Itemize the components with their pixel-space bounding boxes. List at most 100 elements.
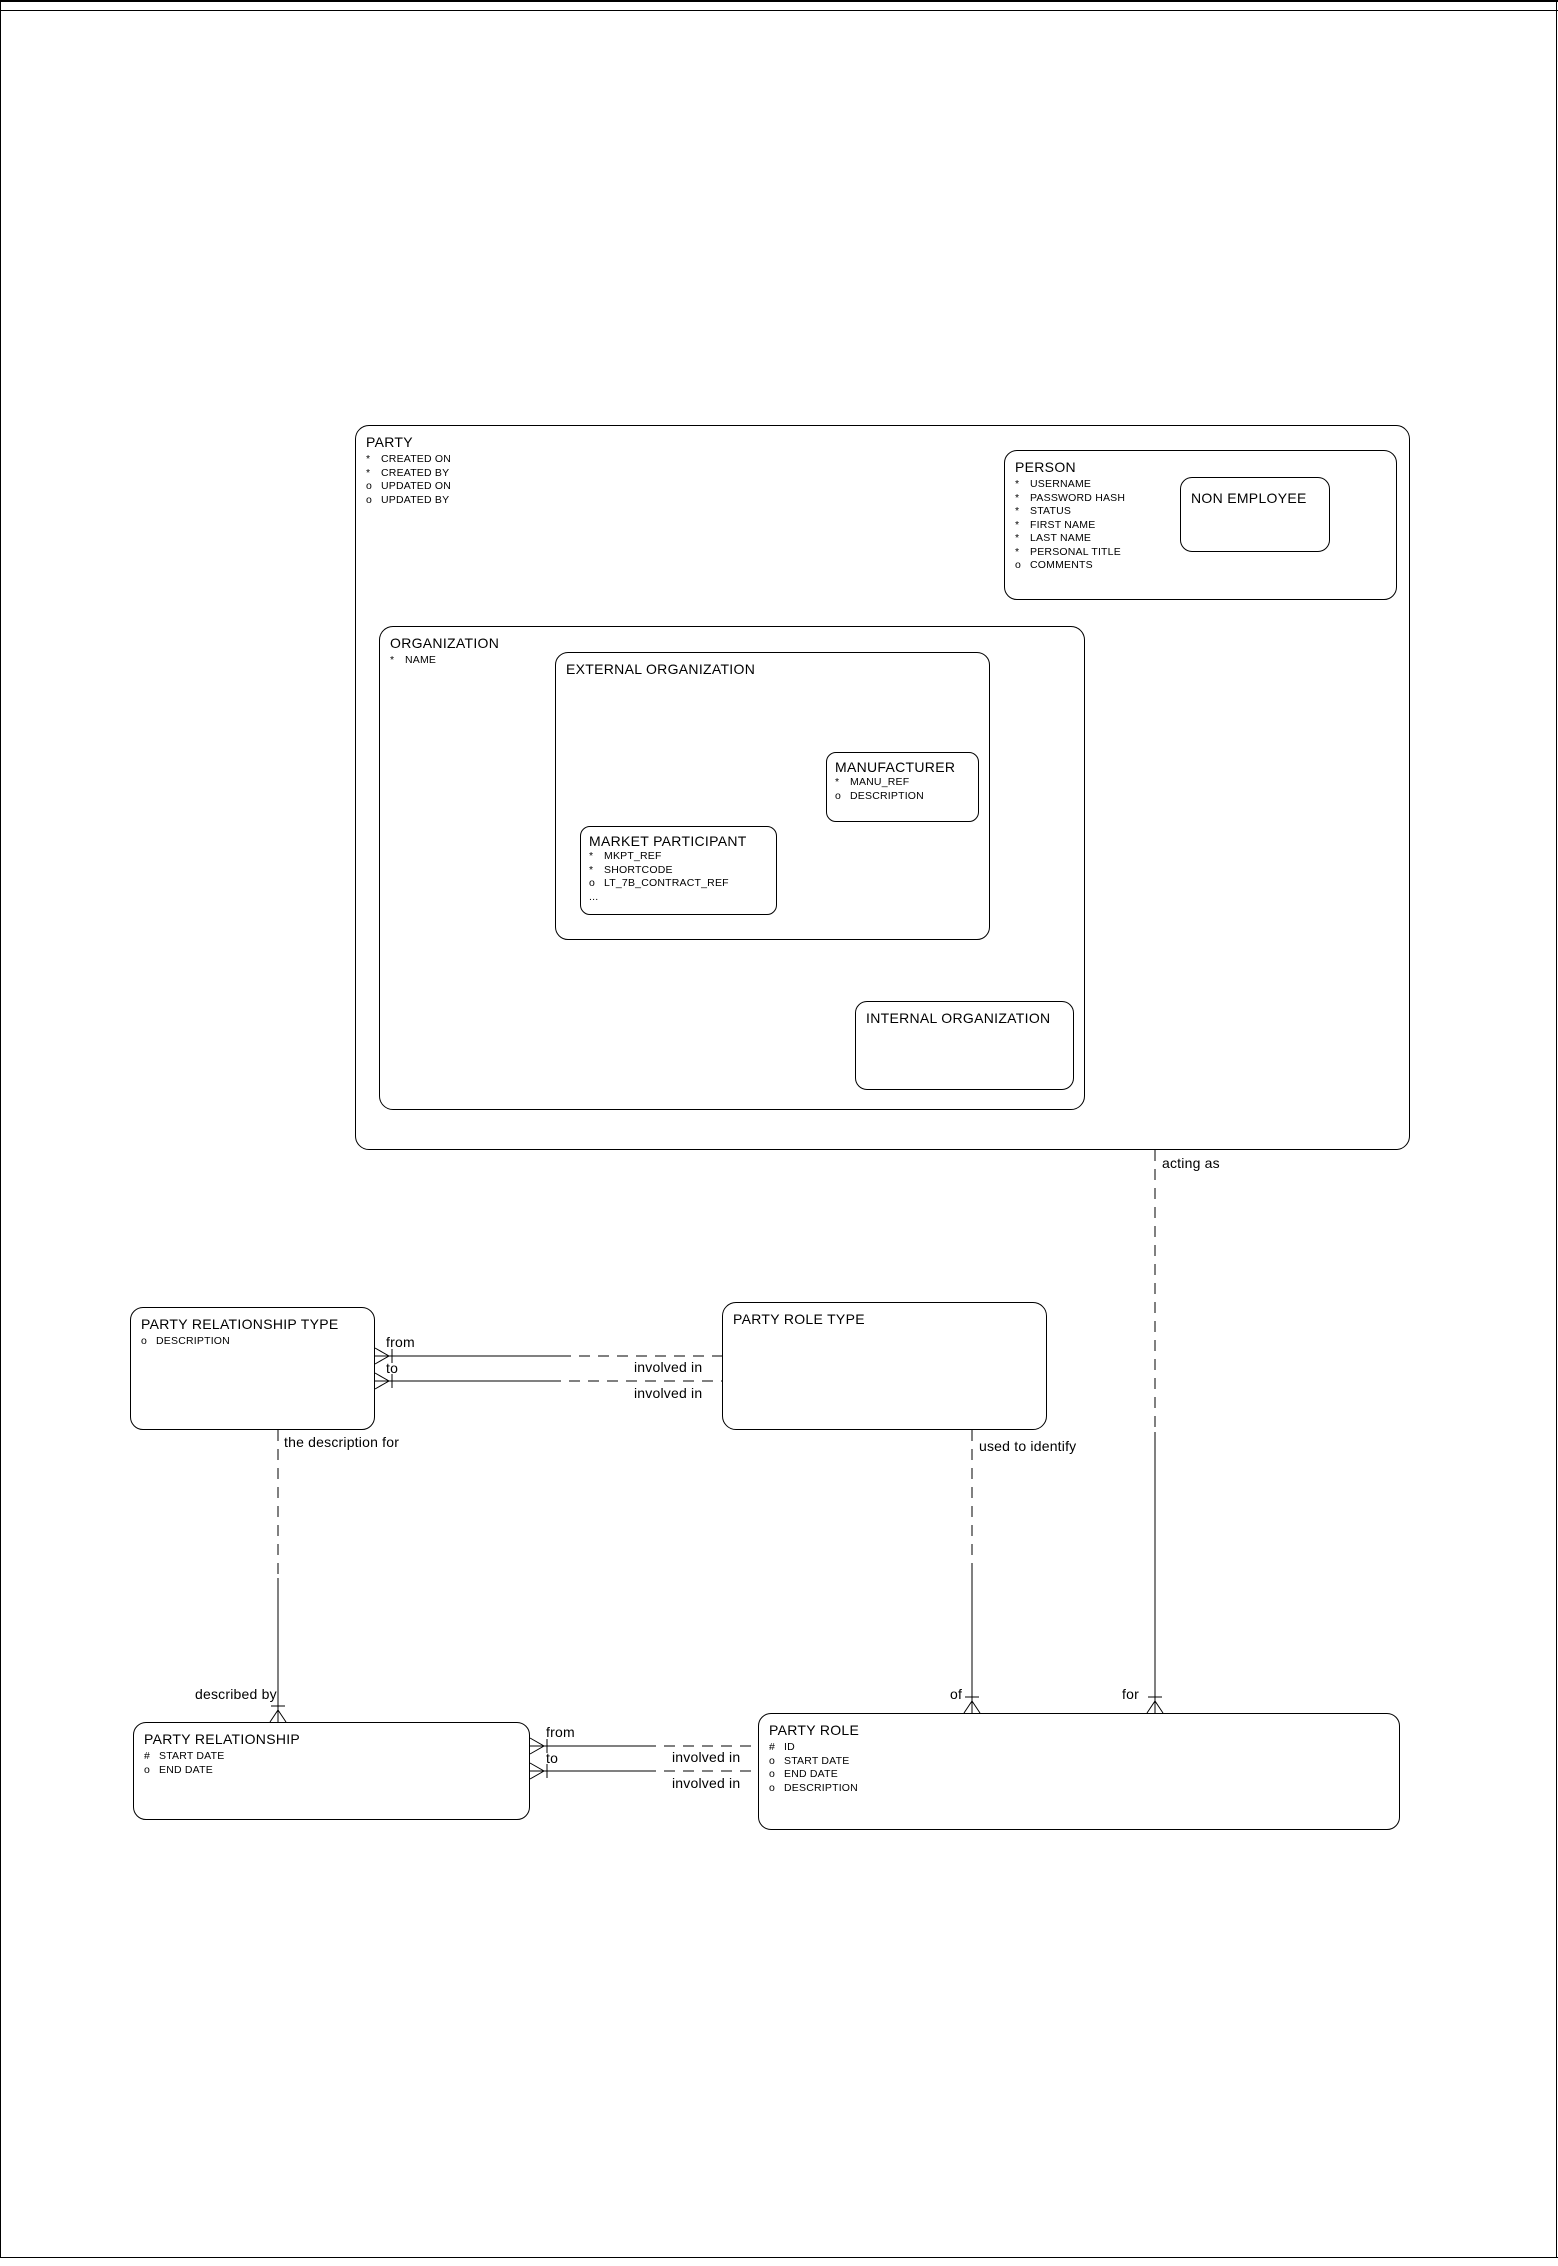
crows-foot: [1146, 1696, 1164, 1714]
entity-party-relationship: PARTY RELATIONSHIP #START DATE o END DATE: [133, 1722, 530, 1820]
entity-title: MANUFACTURER: [835, 759, 956, 775]
attribute-row: * SHORTCODE: [589, 864, 768, 878]
attribute-row: * FIRST NAME: [1015, 519, 1386, 533]
entity-title: NON EMPLOYEE: [1191, 490, 1307, 506]
relationship-label-for: for: [1122, 1686, 1139, 1702]
entity-title: EXTERNAL ORGANIZATION: [566, 661, 756, 677]
attr-optionality: o: [144, 1763, 151, 1776]
entity-title: PARTY RELATIONSHIP: [144, 1731, 301, 1747]
entity-title: PARTY ROLE: [769, 1722, 860, 1738]
attr-optionality: *: [835, 776, 840, 788]
attr-optionality: *: [366, 453, 371, 465]
relationship-label-acting-as: acting as: [1162, 1155, 1220, 1171]
attr-name: MKPT_REF: [604, 850, 662, 862]
entity-title: PARTY ROLE TYPE: [733, 1311, 865, 1327]
attr-optionality: o: [1015, 559, 1022, 571]
attribute-row: o UPDATED ON: [366, 480, 1399, 494]
attribute-row: o COMMENTS: [1015, 559, 1386, 573]
attribute-row: o DESCRIPTION: [141, 1335, 364, 1349]
crows-foot: [529, 1762, 548, 1780]
attr-optionality: *: [589, 850, 594, 862]
entity-non-employee: NON EMPLOYEE: [1180, 477, 1330, 552]
attr-optionality: *: [1015, 545, 1020, 558]
attribute-row: * LAST NAME: [1015, 532, 1386, 546]
page-border-top-inner: [0, 10, 1558, 11]
entity-party-role-type: PARTY ROLE TYPE: [722, 1302, 1047, 1430]
attr-name: END DATE: [159, 1763, 213, 1776]
attribute-row: o START DATE: [769, 1755, 1389, 1769]
relationship-label-to: to: [386, 1360, 399, 1376]
attribute-row: o DESCRIPTION: [835, 790, 970, 804]
attr-name: ID: [784, 1741, 795, 1753]
attr-optionality: o: [769, 1781, 776, 1794]
attr-name: NAME: [405, 654, 437, 666]
relationship-label-involved-in: involved in: [672, 1775, 741, 1791]
attr-name: UPDATED ON: [381, 480, 452, 492]
attr-name: CREATED BY: [381, 466, 450, 479]
attribute-row: *STATUS: [1015, 505, 1386, 519]
page-border-bottom: [0, 2257, 1558, 2258]
entity-party-relationship-type: PARTY RELATIONSHIP TYPE o DESCRIPTION: [130, 1307, 375, 1430]
attribute-row: o UPDATED BY: [366, 494, 1399, 508]
attr-name: LT_7B_CONTRACT_REF: [604, 877, 729, 889]
attr-name: SHORTCODE: [604, 863, 673, 876]
entity-title: PARTY: [366, 434, 413, 450]
attr-optionality: *: [1015, 491, 1020, 504]
attr-optionality: *: [390, 654, 395, 666]
attr-optionality: *: [589, 863, 594, 876]
relationship-label-to: to: [546, 1750, 559, 1766]
attribute-row: ...: [589, 891, 768, 905]
attr-name: DESCRIPTION: [156, 1335, 230, 1347]
attr-optionality: o: [366, 493, 373, 506]
page-border-left: [0, 0, 1, 2258]
attr-optionality: *: [1015, 532, 1020, 544]
attr-name: CREATED ON: [381, 453, 452, 465]
attribute-row: o END DATE: [144, 1764, 519, 1778]
attribute-row: * CREATED ON: [366, 453, 1399, 467]
entity-title: ORGANIZATION: [390, 635, 500, 651]
relationship-label-involved-in: involved in: [634, 1359, 703, 1375]
attr-optionality: #: [769, 1741, 776, 1753]
attr-name: COMMENTS: [1030, 559, 1093, 571]
attr-name: DESCRIPTION: [850, 789, 924, 802]
attr-optionality: o: [769, 1768, 776, 1780]
attr-optionality: o: [769, 1754, 776, 1767]
attr-name: USERNAME: [1030, 478, 1092, 490]
page-border-right: [1556, 0, 1557, 2258]
attr-name: PASSWORD HASH: [1030, 491, 1126, 504]
crows-foot: [269, 1705, 287, 1723]
attr-name: FIRST NAME: [1030, 518, 1096, 531]
attribute-row: #START DATE: [144, 1750, 519, 1764]
attr-optionality: *: [1015, 518, 1020, 531]
attribute-row: # ID: [769, 1741, 1389, 1755]
attr-name: LAST NAME: [1030, 532, 1092, 544]
attr-optionality: o: [366, 480, 373, 492]
page-border-top: [0, 0, 1558, 2]
crows-foot: [529, 1737, 548, 1755]
attr-optionality: *: [1015, 505, 1020, 517]
relationship-label-of: of: [950, 1686, 963, 1702]
attr-optionality: ...: [589, 890, 599, 903]
crows-foot: [963, 1696, 981, 1714]
attr-optionality: *: [366, 466, 371, 479]
relationship-label-the-description-for: the description for: [284, 1434, 400, 1450]
attr-name: UPDATED BY: [381, 493, 450, 506]
entity-internal-organization: INTERNAL ORGANIZATION: [855, 1001, 1074, 1090]
entity-title: INTERNAL ORGANIZATION: [866, 1010, 1051, 1026]
relationship-label-involved-in: involved in: [672, 1749, 741, 1765]
entity-title: PARTY RELATIONSHIP TYPE: [141, 1316, 339, 1332]
attr-name: START DATE: [784, 1754, 850, 1767]
relationship-label-used-to-identify: used to identify: [979, 1438, 1077, 1454]
attribute-row: * NAME: [390, 654, 1074, 668]
attr-optionality: o: [141, 1335, 148, 1347]
attribute-row: *PERSONAL TITLE: [1015, 546, 1386, 560]
relationship-label-from: from: [386, 1334, 415, 1350]
attribute-row: *USERNAME: [1015, 478, 1386, 492]
attr-optionality: o: [835, 789, 842, 802]
attribute-row: * MKPT_REF: [589, 850, 768, 864]
